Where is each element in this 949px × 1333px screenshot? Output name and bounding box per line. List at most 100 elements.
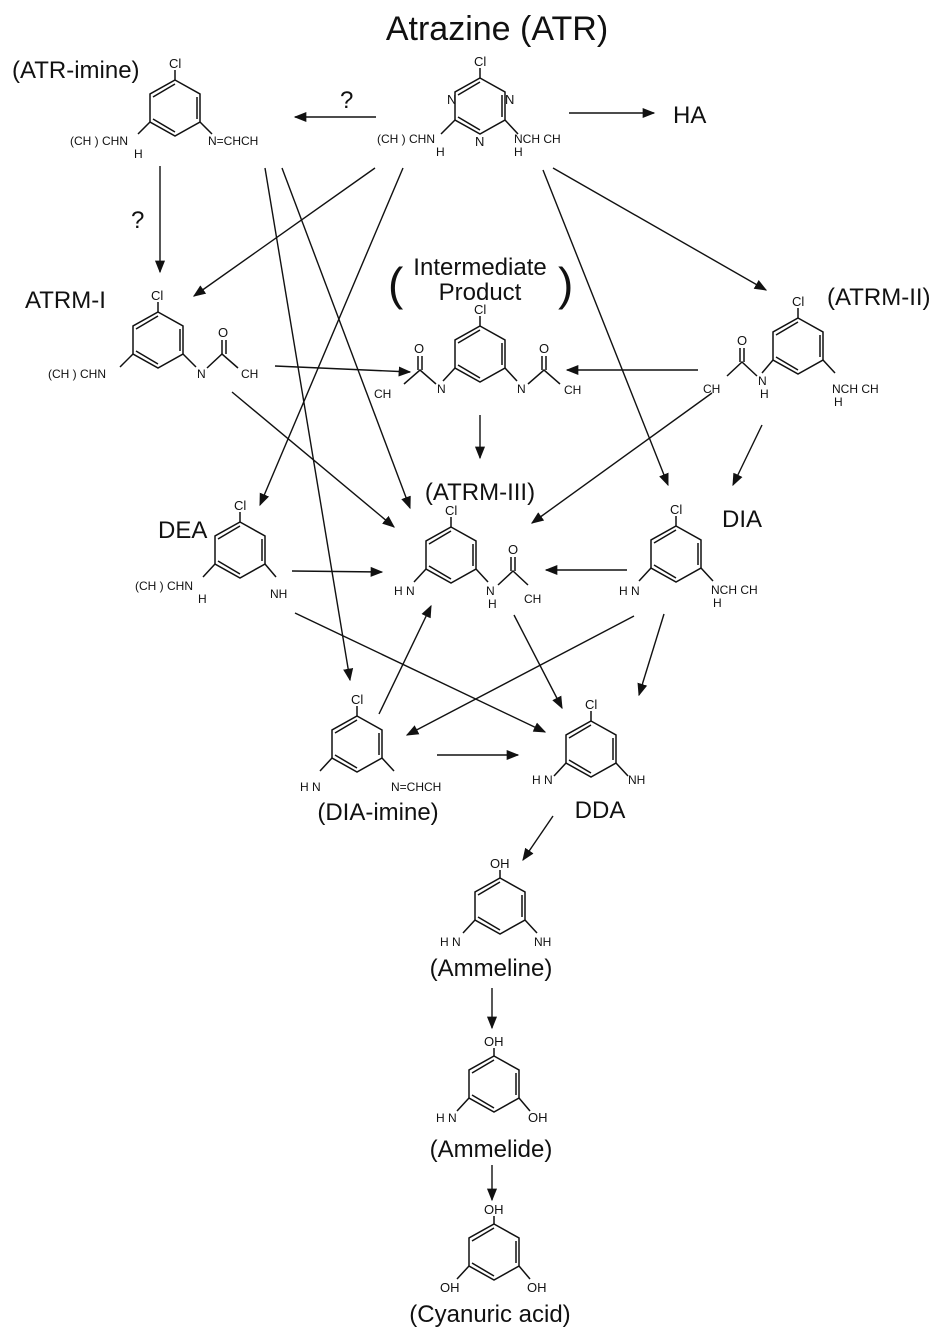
oxygen-label: O: [508, 542, 518, 557]
oxygen-label: O: [218, 325, 228, 340]
atrm-iii-label: (ATRM-III): [425, 479, 535, 506]
arrow-dda-to-ammeline: [522, 815, 554, 862]
hydroxyl-label: OH: [528, 1110, 548, 1125]
left-parenthesis: (: [388, 258, 404, 310]
hydroxyl-label: OH: [484, 1202, 504, 1217]
arrow-dia-to-dia-imine: [405, 615, 635, 736]
amino-label: H N: [532, 773, 553, 787]
hydrogen-label: H: [198, 592, 207, 606]
triazine-ring: [132, 311, 184, 369]
ethylamino-label: NCH CH: [711, 583, 758, 597]
hydrogen-label: H: [713, 596, 722, 610]
right-parenthesis: ): [558, 258, 573, 310]
arrow-atr-to-atrm-ii: [552, 167, 768, 291]
methyl-label: CH: [374, 387, 391, 401]
atr-imine-structure: (ATR-imine) Cl (CH ) CHN H N=CHCH: [12, 56, 258, 161]
arrow-atr-to-dea: [259, 167, 404, 507]
dia-structure: DIA Cl H N NCH CH H: [619, 502, 762, 610]
amino-label: NH: [270, 587, 287, 601]
triazine-ring: [454, 325, 506, 383]
dea-structure: DEA Cl (CH ) CHN H NH: [135, 498, 287, 606]
ammeline-structure: OH H N NH (Ammeline): [430, 856, 553, 982]
arrow-dea-to-atrm-iii: [291, 566, 384, 577]
chlorine-label: Cl: [585, 697, 597, 712]
triazine-ring: [565, 720, 617, 778]
ring-nitrogen-label: N: [447, 92, 456, 107]
hydrogen-label: H: [488, 597, 497, 611]
amino-label: H N: [436, 1111, 457, 1125]
methyl-label: CH: [564, 383, 581, 397]
triazine-ring: [214, 521, 266, 579]
amino-label: H N: [440, 935, 461, 949]
atrm-ii-label: (ATRM-II): [827, 284, 931, 311]
arrow-atrm-ii-to-dia: [732, 424, 763, 487]
arrow-atr-imine-to-dia-imine: [264, 167, 354, 682]
isopropylamino-label: (CH ) CHN: [377, 132, 435, 146]
arrow-atrm-i-to-intermediate: [274, 365, 412, 377]
ethylamino-label: NCH CH: [832, 382, 879, 396]
arrow-dea-to-dda: [294, 612, 547, 733]
intermediate-label-line1: Intermediate: [413, 254, 546, 281]
arrow-atr-imine-to-atrm-iii: [281, 167, 411, 510]
atrm-ii-structure: (ATRM-II) Cl N H O CH NCH CH H: [703, 284, 931, 409]
hydrogen-label: H: [134, 147, 143, 161]
hydroxyl-label: OH: [484, 1034, 504, 1049]
reaction-arrows: ? ?: [131, 87, 768, 1202]
isopropylamino-label: (CH ) CHN: [135, 579, 193, 593]
hydroxyl-label: OH: [440, 1280, 460, 1295]
dia-imine-structure: Cl H N N=CHCH (DIA-imine): [300, 692, 441, 826]
dda-structure: Cl H N NH DDA: [532, 697, 645, 824]
oxygen-label: O: [414, 341, 424, 356]
arrow-atrm-iii-to-dda: [513, 614, 563, 710]
ammelide-structure: OH H N OH (Ammelide): [430, 1034, 553, 1163]
triazine-ring: [454, 77, 506, 135]
methyl-label: CH: [703, 382, 720, 396]
amino-label: H N: [394, 584, 415, 598]
arrow-atrm-i-to-atrm-iii: [231, 391, 395, 528]
chlorine-label: Cl: [234, 498, 246, 513]
imine-label: N=CHCH: [208, 134, 258, 148]
arrow-atr-to-atrm-i: [192, 167, 376, 297]
arrow-atrm-ii-to-atrm-iii: [530, 392, 713, 524]
dia-imine-label: (DIA-imine): [317, 799, 438, 826]
atr-imine-label: (ATR-imine): [12, 57, 140, 84]
cyanuric-acid-structure: OH OH OH (Cyanuric acid): [409, 1202, 570, 1328]
nitrogen-label: N: [197, 367, 206, 381]
atrazine-structure: Cl N N N (CH ) CHN H NCH CH H: [377, 54, 561, 159]
ring-nitrogen-label: N: [505, 92, 514, 107]
isopropylamino-label: (CH ) CHN: [48, 367, 106, 381]
chlorine-label: Cl: [474, 302, 486, 317]
chlorine-label: Cl: [670, 502, 682, 517]
ammeline-label: (Ammeline): [430, 955, 553, 982]
triazine-ring: [474, 877, 526, 935]
arrow-dia-to-dda: [637, 613, 665, 697]
ring-nitrogen-label: N: [475, 134, 484, 149]
uncertain-step-mark: ?: [131, 207, 144, 234]
nitrogen-label: N: [437, 382, 446, 396]
isopropylamino-label: (CH ) CHN: [70, 134, 128, 148]
atrm-i-label: ATRM-I: [25, 287, 106, 314]
page-title: Atrazine (ATR): [386, 10, 608, 48]
dda-label: DDA: [575, 797, 626, 824]
triazine-ring: [772, 317, 824, 375]
imine-label: N=CHCH: [391, 780, 441, 794]
intermediate-label-line2: Product: [439, 279, 522, 306]
oxygen-label: O: [539, 341, 549, 356]
chlorine-label: Cl: [474, 54, 486, 69]
triazine-ring: [468, 1055, 520, 1113]
triazine-ring: [149, 79, 201, 137]
triazine-ring: [468, 1223, 520, 1281]
arrow-dia-imine-to-atrm-iii: [378, 604, 432, 715]
amino-label: H N: [300, 780, 321, 794]
hydroxyl-label: OH: [490, 856, 510, 871]
dea-label: DEA: [158, 517, 207, 544]
chlorine-label: Cl: [445, 503, 457, 518]
triazine-ring: [425, 526, 477, 584]
nitrogen-label: N: [758, 374, 767, 388]
hydroxyl-label: OH: [527, 1280, 547, 1295]
ammelide-label: (Ammelide): [430, 1136, 553, 1163]
triazine-ring: [650, 525, 702, 583]
chlorine-label: Cl: [792, 294, 804, 309]
nitrogen-label: N: [517, 382, 526, 396]
